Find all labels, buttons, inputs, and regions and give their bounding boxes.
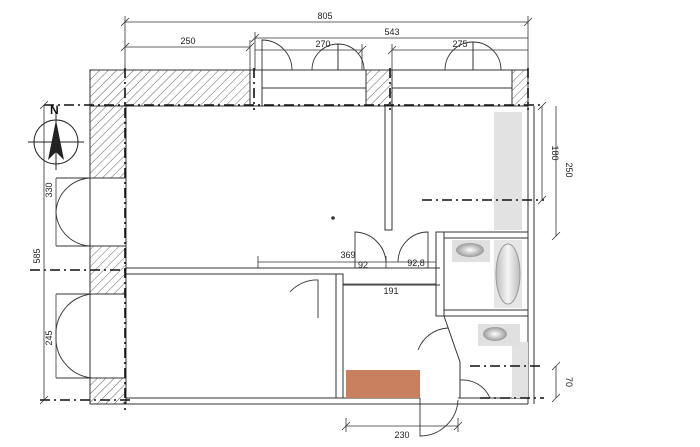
kitchen-counter [494, 112, 528, 398]
ceiling-light [331, 216, 335, 220]
dimension-left: 585 330 245 [32, 100, 57, 405]
dim-label-top-right: 543 [384, 27, 399, 37]
dim-label-right-lower: 70 [564, 377, 574, 387]
dim-label-bottom-entry: 230 [394, 430, 409, 440]
dimension-bottom: 230 [341, 418, 463, 440]
dim-label-top-left: 250 [180, 36, 195, 46]
dim-label-right-upper: 180 [550, 145, 560, 160]
dim-label-corridor-a: 92 [358, 260, 368, 270]
balcony-doors-top [261, 39, 502, 71]
interior-doors [55, 177, 491, 437]
dimension-top-right: 543 270 275 [250, 27, 528, 70]
bathroom-sink [452, 240, 490, 262]
dim-label-corridor-top: 369 [340, 250, 355, 260]
dim-label-right-total: 250 [564, 162, 574, 177]
inner-walls [126, 105, 528, 399]
bathtub [494, 240, 522, 308]
dimension-corridor: 369 92 92,8 191 [257, 250, 437, 296]
dim-label-window-2: 275 [452, 39, 467, 49]
axis-lines [30, 68, 544, 410]
dim-label-window-1: 270 [315, 39, 330, 49]
north-compass-icon: N [28, 103, 84, 170]
toilet [478, 324, 520, 346]
outer-walls [89, 69, 535, 405]
dimension-top-left: 250 [120, 36, 255, 70]
compass-label: N [50, 103, 59, 117]
dimension-right: 180 250 70 [537, 101, 574, 403]
dim-label-corridor-width: 191 [383, 286, 398, 296]
dim-label-left-total: 585 [32, 248, 42, 263]
dim-label-left-upper: 330 [44, 182, 54, 197]
dim-label-left-lower: 245 [44, 330, 54, 345]
dim-label-top-total: 805 [317, 11, 332, 21]
hallway-furniture [346, 370, 420, 398]
dim-label-corridor-b: 92,8 [407, 258, 425, 268]
dimension-top-total: 805 [120, 11, 533, 70]
